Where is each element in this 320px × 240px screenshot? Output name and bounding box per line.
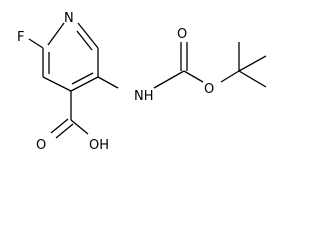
atom-o-carbonyl-carbamate: O	[177, 27, 187, 42]
bond-c2-f	[28, 38, 44, 49]
atom-o-ester: O	[204, 82, 214, 97]
atom-nh: NH	[134, 89, 154, 104]
bond-ring-c6-n-inner	[76, 30, 93, 51]
bond-cacid-o-double-a	[50, 118, 69, 134]
bond-nh-ccarb	[153, 70, 185, 89]
bond-cacid-o-double-b	[55, 123, 74, 139]
atom-f: F	[17, 30, 24, 45]
bond-ring-c4-c5	[70, 76, 99, 92]
bond-cq-me-bottom	[238, 70, 267, 88]
bond-ring-c6-n	[77, 22, 99, 49]
atom-oh: OH	[89, 138, 109, 153]
bond-ring-c3-c4	[42, 76, 72, 92]
bond-oester-cq	[220, 70, 240, 83]
bond-ring-n-c2	[47, 22, 65, 46]
structure-svg: N F NH O O O OH	[17, 11, 267, 153]
bond-ccarb-oester	[183, 70, 204, 83]
bond-cacid-oh	[70, 119, 89, 135]
molecule-diagram: N F NH O O O OH	[17, 11, 267, 153]
atom-n-ring: N	[64, 11, 74, 26]
bond-c5-nh	[97, 76, 119, 89]
bond-ring-c4-c5-inner	[71, 72, 94, 85]
atom-o-carbonyl-acid: O	[36, 138, 46, 153]
bond-cq-me-right	[238, 55, 267, 72]
